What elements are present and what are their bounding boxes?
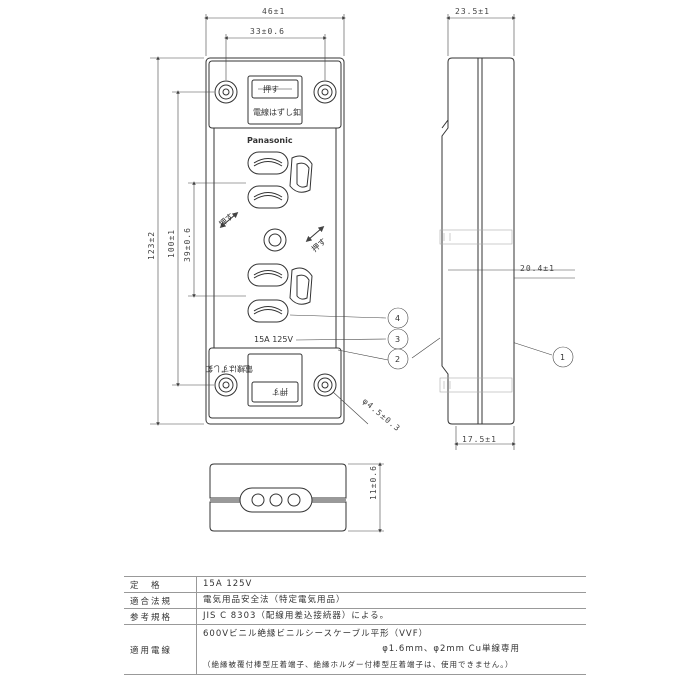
screw-hole-bottom-right <box>313 373 337 397</box>
side-dimension-labels: 23.5±1 20.4±1 17.5±1 <box>455 7 555 444</box>
brand-label: Panasonic <box>247 136 293 145</box>
spec-key: 適合法規 <box>124 592 197 609</box>
spec-row: 参考規格 JIS C 8303（配線用差込接続器）による。 <box>124 608 586 625</box>
side-view <box>439 57 515 425</box>
callout-3: 3 <box>395 335 400 344</box>
spec-value: JIS C 8303（配線用差込接続器）による。 <box>196 608 586 625</box>
bottom-dimension-lines <box>348 462 384 533</box>
side-dimension-lines <box>446 14 575 450</box>
spec-value-line: 600Vビニル絶縁ビニルシースケーブル平形（VVF） <box>203 629 429 639</box>
push-label-bottom: 押す <box>272 387 288 397</box>
release-label-top: 電線はずし釦 <box>253 107 301 117</box>
front-dimension-lines <box>150 14 369 426</box>
spec-value: 600Vビニル絶縁ビニルシースケーブル平形（VVF） φ1.6mm、φ2mm Cu… <box>196 624 586 675</box>
callout-4: 4 <box>395 314 400 323</box>
bottom-view <box>209 463 347 532</box>
rating-label: 15A 125V <box>254 335 293 344</box>
spec-row: 適用電線 600Vビニル絶縁ビニルシースケーブル平形（VVF） φ1.6mm、φ2m… <box>124 624 586 675</box>
callout-2: 2 <box>395 355 400 364</box>
dim-screw-spacing: 33±0.6 <box>250 27 285 36</box>
release-label-bottom: 電線はずし釦 <box>205 364 253 374</box>
spec-value-line: 15A 125V <box>203 579 253 589</box>
spec-row: 適合法規電気用品安全法（特定電気用品） <box>124 592 586 609</box>
dim-bottom-height: 11±0.6 <box>369 465 378 500</box>
front-view <box>205 57 345 425</box>
dim-width-46: 46±1 <box>262 7 285 16</box>
spec-value-line: 電気用品安全法（特定電気用品） <box>203 595 346 605</box>
dim-side-width: 23.5±1 <box>455 7 490 16</box>
spec-value-line: JIS C 8303（配線用差込接続器）による。 <box>203 611 390 621</box>
outlet-lower <box>247 263 313 323</box>
spec-row: 定 格 15A 125V <box>124 576 586 593</box>
callout-numbers: 4 3 2 1 <box>395 314 565 364</box>
spec-value-line: φ1.6mm、φ2mm Cu単線専用 <box>382 644 520 654</box>
spec-key: 適用電線 <box>124 624 197 675</box>
bottom-dimension-labels: 11±0.6 <box>369 465 378 500</box>
dim-hole-dia: φ4.5±0.3 <box>361 397 402 434</box>
callout-1: 1 <box>560 353 565 362</box>
screw-hole-top-left <box>214 80 238 104</box>
center-hole <box>263 228 287 252</box>
dim-side-20: 20.4±1 <box>520 264 555 273</box>
dim-height-39: 39±0.6 <box>183 227 192 262</box>
screw-hole-top-right <box>313 80 337 104</box>
dim-height-123: 123±2 <box>147 231 156 260</box>
callouts <box>289 307 574 370</box>
spec-value: 15A 125V <box>196 576 586 593</box>
spec-value-line: （絶縁被覆付棒型圧着端子、絶縁ホルダー付棒型圧着端子は、使用できません。） <box>203 660 514 669</box>
spec-key: 定 格 <box>124 576 197 593</box>
screw-hole-bottom-left <box>214 373 238 397</box>
dim-height-100: 100±1 <box>167 229 176 258</box>
outlet-upper <box>247 151 313 209</box>
spec-value: 電気用品安全法（特定電気用品） <box>196 592 586 609</box>
push-label-top: 押す <box>263 84 279 94</box>
dim-side-17: 17.5±1 <box>462 435 497 444</box>
spec-key: 参考規格 <box>124 608 197 625</box>
